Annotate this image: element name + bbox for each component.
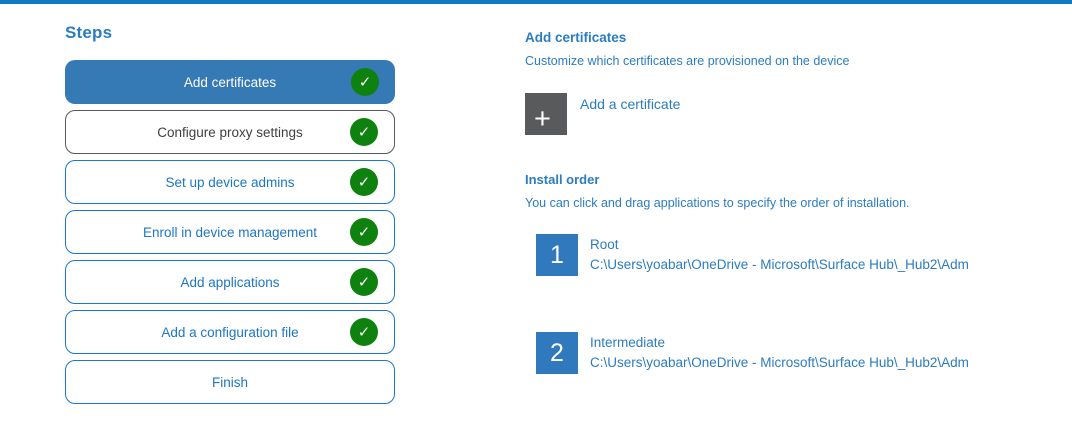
step-add-a-configuration-file[interactable]: Add a configuration file ✓ <box>65 310 395 354</box>
page-content: Steps Add certificates ✓ Configure proxy… <box>0 4 1072 430</box>
add-certificates-panel: Add certificates Customize which certifi… <box>525 30 1072 430</box>
panel-title: Add certificates <box>525 30 627 45</box>
steps-heading: Steps <box>65 23 113 42</box>
certificate-path: C:\Users\yoabar\OneDrive - Microsoft\Sur… <box>590 257 969 272</box>
step-label: Set up device admins <box>165 174 295 190</box>
step-enroll-in-device-management[interactable]: Enroll in device management ✓ <box>65 210 395 254</box>
check-icon: ✓ <box>350 318 378 346</box>
item-text: Intermediate C:\Users\yoabar\OneDrive - … <box>590 332 969 373</box>
step-finish[interactable]: Finish <box>65 360 395 404</box>
step-label: Enroll in device management <box>142 224 318 240</box>
step-label: Finish <box>211 374 248 390</box>
check-icon: ✓ <box>350 218 378 246</box>
install-order-subtitle: You can click and drag applications to s… <box>525 196 910 210</box>
check-icon: ✓ <box>350 268 378 296</box>
install-order-list: 1 Root C:\Users\yoabar\OneDrive - Micros… <box>536 234 1072 374</box>
install-order-item-intermediate[interactable]: 2 Intermediate C:\Users\yoabar\OneDrive … <box>536 332 1072 374</box>
step-label: Add applications <box>180 274 280 290</box>
panel-subtitle: Customize which certificates are provisi… <box>525 54 850 68</box>
add-certificate-label: Add a certificate <box>580 96 681 112</box>
check-icon: ✓ <box>350 168 378 196</box>
step-label: Add a configuration file <box>161 324 299 340</box>
install-order-heading: Install order <box>525 172 600 187</box>
step-label: Configure proxy settings <box>157 124 303 140</box>
install-order-item-root[interactable]: 1 Root C:\Users\yoabar\OneDrive - Micros… <box>536 234 1072 276</box>
item-text: Root C:\Users\yoabar\OneDrive - Microsof… <box>590 234 969 275</box>
top-accent-bar <box>0 0 1072 4</box>
check-icon: ✓ <box>350 118 378 146</box>
add-certificate-button[interactable]: + Add a certificate <box>525 93 680 135</box>
step-configure-proxy-settings[interactable]: Configure proxy settings ✓ <box>65 110 395 154</box>
step-label: Add certificates <box>183 74 277 90</box>
order-number-badge: 2 <box>536 332 578 374</box>
certificate-path: C:\Users\yoabar\OneDrive - Microsoft\Sur… <box>590 355 969 370</box>
step-set-up-device-admins[interactable]: Set up device admins ✓ <box>65 160 395 204</box>
plus-icon: + <box>525 93 567 135</box>
certificate-name: Root <box>590 237 619 252</box>
certificate-name: Intermediate <box>590 335 666 350</box>
step-add-applications[interactable]: Add applications ✓ <box>65 260 395 304</box>
step-add-certificates[interactable]: Add certificates ✓ <box>65 60 395 104</box>
steps-sidebar: Steps Add certificates ✓ Configure proxy… <box>65 23 395 430</box>
check-icon: ✓ <box>351 68 379 96</box>
order-number-badge: 1 <box>536 234 578 276</box>
